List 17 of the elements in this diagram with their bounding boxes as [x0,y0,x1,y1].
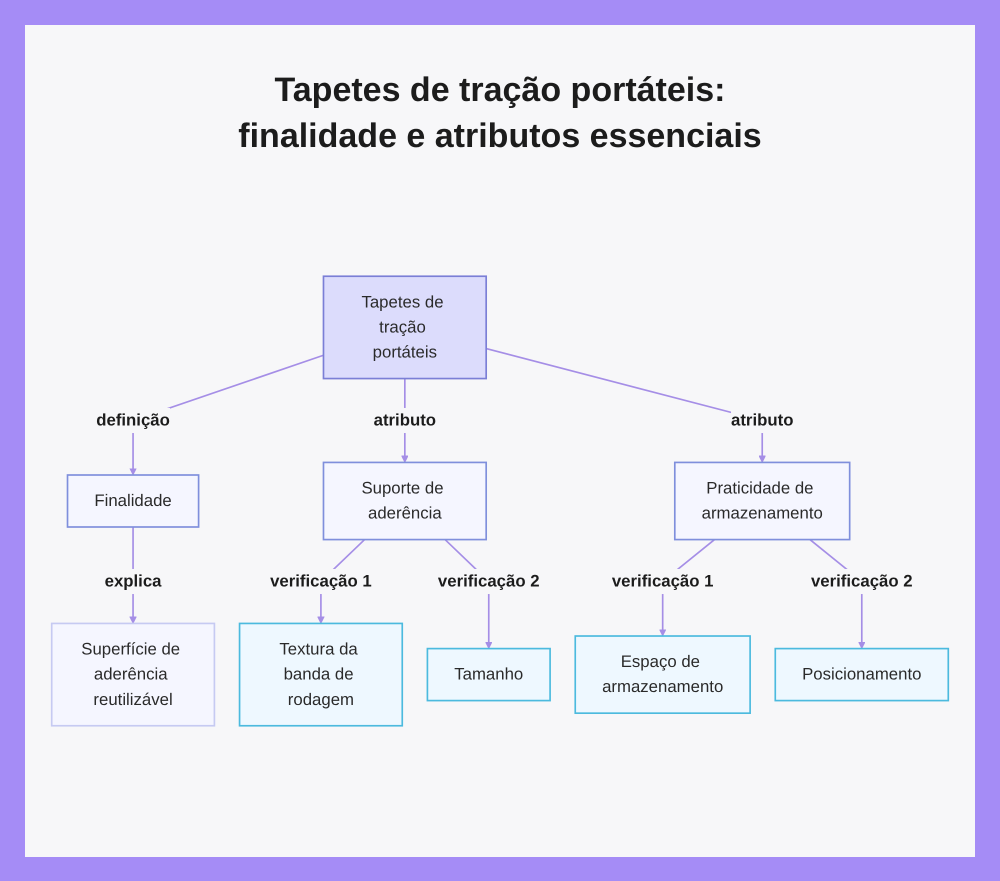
process-box: Posicionamento [774,648,950,702]
edge-label: verificação 2 [438,568,540,594]
diagram-title: Tapetes de tração portáteis: finalidade e atributos essenciais [237,70,763,157]
process-box: Suporte de aderência [322,462,488,540]
edge-label: verificação 2 [810,568,913,594]
process-box: Textura da banda de rodagem [238,622,404,727]
process-box: Finalidade [66,474,200,528]
process-box: Superfície de aderência reutilizável [50,622,216,727]
edge-label: atributo [374,408,436,434]
edge-label: explica [104,568,162,594]
edge-label: definição [96,408,170,434]
edge-label: verificação 1 [612,568,714,594]
process-box: Tamanho [426,648,551,702]
process-box: Praticidade de armazenamento [674,462,850,540]
process-box: Tapetes de tração portáteis [322,275,488,380]
process-box: Espaço de armazenamento [574,635,751,714]
edge-label: verificação 1 [270,568,372,594]
